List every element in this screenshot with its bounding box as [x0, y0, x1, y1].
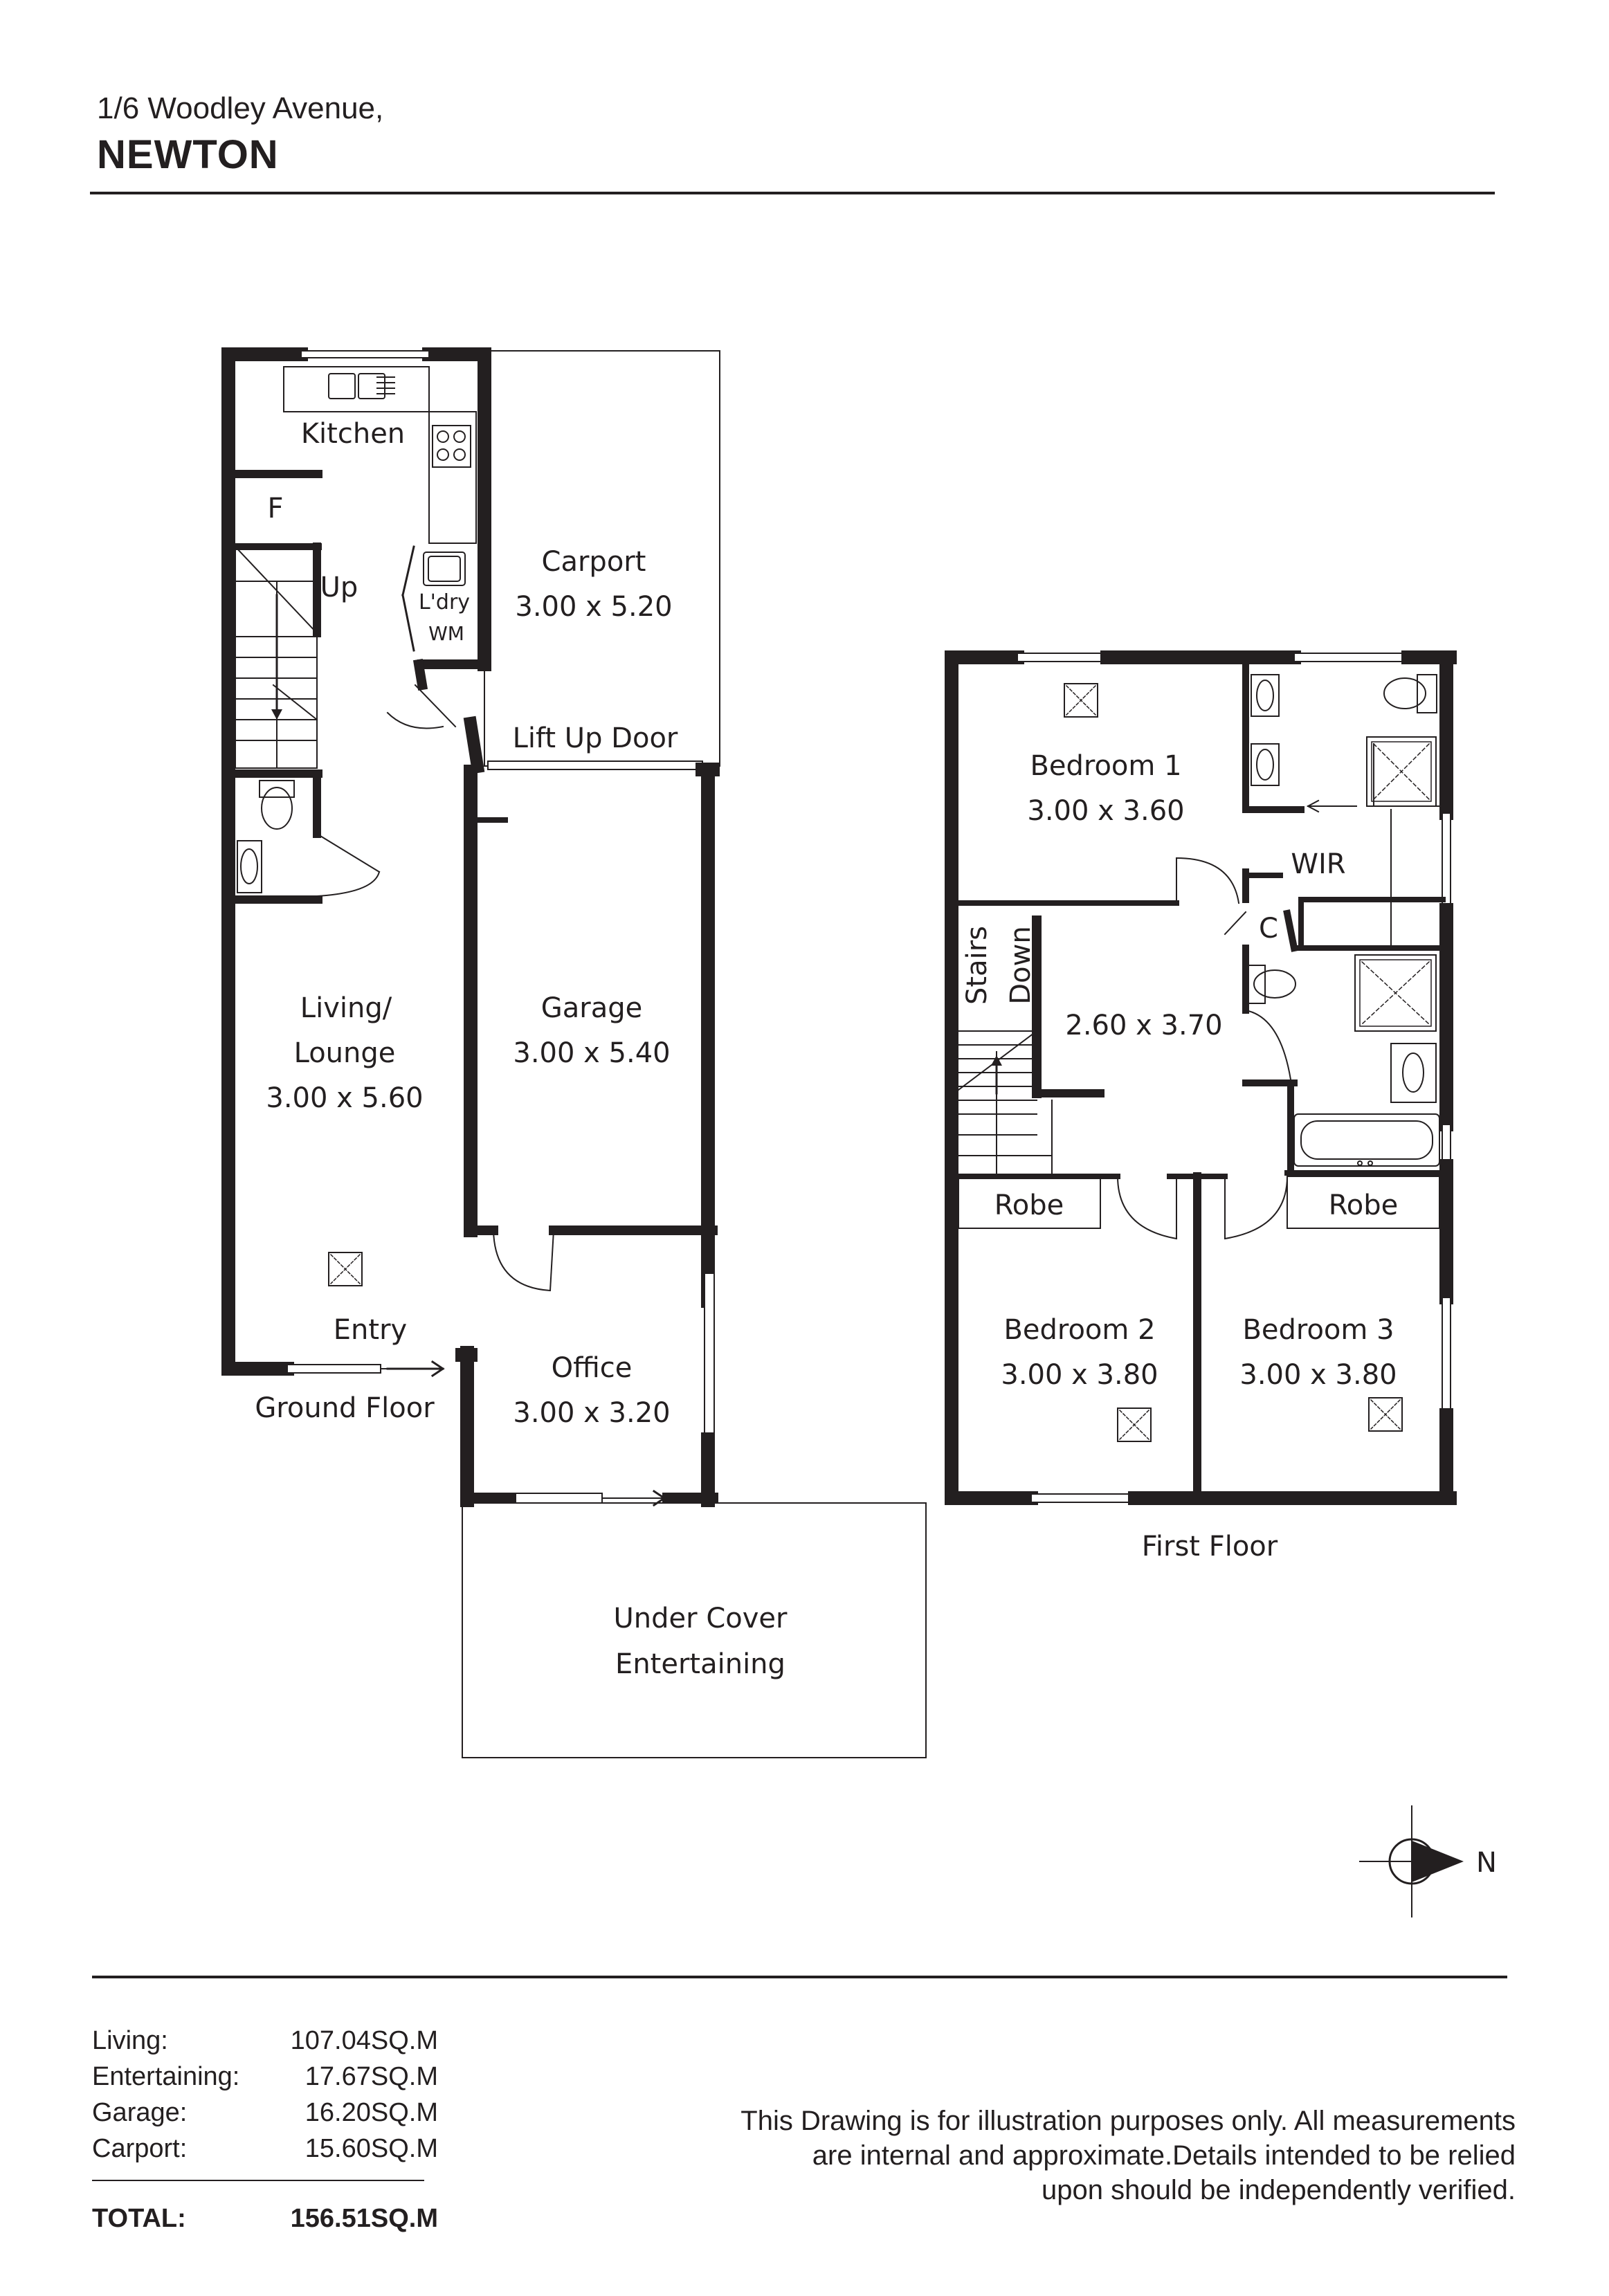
disclaimer-line3: upon should be independently verified.: [1042, 2175, 1516, 2205]
lift-up-door-label: Lift Up Door: [513, 722, 678, 754]
landing-dimensions: 2.60 x 3.70: [1065, 1010, 1222, 1041]
robe-right-label: Robe: [1329, 1190, 1398, 1221]
living-name-line1: Living/: [300, 992, 392, 1024]
bedroom1-dimensions: 3.00 x 3.60: [1027, 795, 1184, 827]
carport-dimensions: 3.00 x 5.20: [515, 591, 672, 623]
ground-floor-title: Ground Floor: [255, 1392, 435, 1424]
disclaimer-line2: are internal and approximate.Details int…: [812, 2140, 1516, 2171]
footer-divider: [92, 1976, 1507, 1978]
area-value: 17.67SQ.M: [304, 2062, 438, 2091]
compass-icon: [1359, 1805, 1464, 1917]
area-label: Living:: [92, 2026, 168, 2055]
first-floor-labels: Bedroom 1 3.00 x 3.60 WIR C Stairs Down …: [961, 750, 1497, 1879]
area-label: Carport:: [92, 2134, 188, 2163]
carport-name: Carport: [542, 546, 646, 578]
office-name: Office: [552, 1352, 633, 1384]
washing-machine-label: WM: [428, 622, 464, 645]
entertaining-line1: Under Cover: [614, 1603, 788, 1634]
entertaining-line2: Entertaining: [615, 1648, 785, 1680]
area-value: 107.04SQ.M: [290, 2026, 438, 2055]
cupboard-label: C: [1259, 913, 1278, 945]
area-value: 16.20SQ.M: [304, 2098, 438, 2127]
living-name-line2: Lounge: [294, 1037, 396, 1069]
stairs-up-label: Up: [320, 572, 358, 603]
disclaimer-line1: This Drawing is for illustration purpose…: [740, 2106, 1516, 2136]
bedroom1-name: Bedroom 1: [1030, 750, 1181, 782]
wir-label: WIR: [1291, 848, 1345, 880]
robe-left-label: Robe: [994, 1190, 1064, 1221]
bedroom2-name: Bedroom 2: [1003, 1314, 1155, 1346]
compass-north-label: N: [1476, 1847, 1497, 1879]
entry-label: Entry: [334, 1314, 407, 1346]
fridge-label: F: [267, 493, 283, 525]
bedroom3-dimensions: 3.00 x 3.80: [1239, 1359, 1397, 1391]
ground-floor-labels: Kitchen F Up L'dry WM Carport 3.00 x 5.2…: [255, 418, 788, 1680]
stairs-label: Stairs: [961, 926, 993, 1005]
property-address: 1/6 Woodley Avenue,: [97, 91, 384, 125]
bedroom2-dimensions: 3.00 x 3.80: [1001, 1359, 1158, 1391]
living-dimensions: 3.00 x 5.60: [266, 1082, 423, 1114]
total-value: 156.51SQ.M: [290, 2204, 438, 2233]
down-label: Down: [1005, 926, 1037, 1004]
property-suburb: NEWTON: [97, 132, 279, 177]
kitchen-label: Kitchen: [301, 418, 405, 450]
header-divider: [90, 192, 1495, 194]
first-floor-title: First Floor: [1142, 1531, 1278, 1562]
area-label: Garage:: [92, 2098, 188, 2127]
ground-floor-walls: [221, 347, 927, 1758]
area-label: Entertaining:: [92, 2062, 240, 2091]
office-dimensions: 3.00 x 3.20: [513, 1397, 670, 1429]
disclaimer: This Drawing is for illustration purpose…: [685, 2104, 1516, 2207]
first-floor-walls: [945, 650, 1457, 1505]
garage-name: Garage: [541, 992, 642, 1024]
garage-dimensions: 3.00 x 5.40: [513, 1037, 670, 1069]
area-value: 15.60SQ.M: [304, 2134, 438, 2163]
total-label: TOTAL:: [92, 2204, 186, 2233]
bedroom3-name: Bedroom 3: [1242, 1314, 1394, 1346]
total-divider: [92, 2180, 424, 2181]
laundry-label: L'dry: [419, 590, 470, 614]
